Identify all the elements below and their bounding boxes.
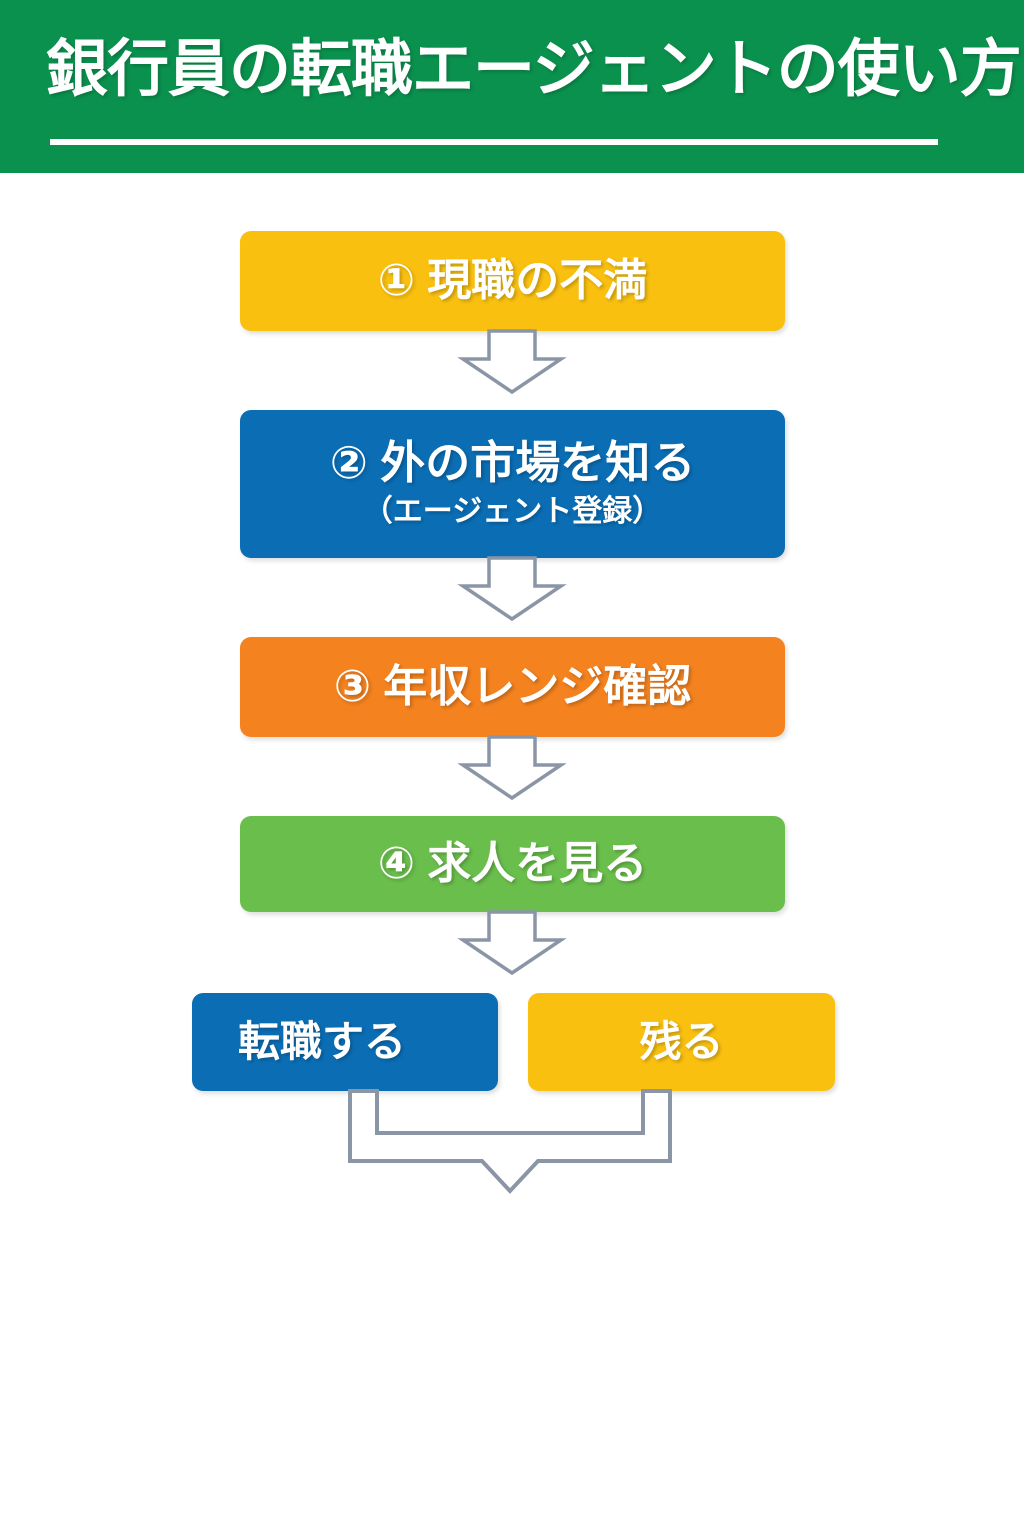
down-arrow-icon-3 [457,735,567,801]
merge-arrow-icon [330,1089,690,1201]
flow-step-3-box[interactable]: ③ 年収レンジ確認 [240,637,785,737]
header-underline [50,139,938,145]
flowchart: ① 現職の不満 ② 外の市場を知る （エージェント登録） ③ 年収レンジ確認 ④… [0,173,1024,1536]
down-arrow-icon-4 [457,910,567,976]
flow-branch-right-box[interactable]: 残る [528,993,835,1091]
flow-step-3-label: ③ 年収レンジ確認 [333,662,692,711]
flow-branch-left-box[interactable]: 転職する [192,993,498,1091]
merge-arrow-icon [348,1089,672,1194]
page-title: 銀行員の転職エージェントの使い方 [46,35,1022,104]
flow-step-2-sublabel: （エージェント登録） [362,495,663,528]
flow-step-1-label: ① 現職の不満 [377,256,648,305]
down-arrow-icon [457,556,567,622]
flow-step-2-box[interactable]: ② 外の市場を知る （エージェント登録） [240,410,785,558]
flow-step-2-label: ② 外の市場を知る [329,437,696,488]
down-arrow-icon [457,329,567,395]
down-arrow-icon-1 [457,329,567,395]
flow-step-1-box[interactable]: ① 現職の不満 [240,231,785,331]
down-arrow-icon [457,735,567,801]
flow-branch-left-label: 転職する [238,1018,407,1065]
down-arrow-icon-2 [457,556,567,622]
flow-step-4-label: ④ 求人を見る [377,839,648,888]
flow-branch-right-label: 残る [639,1018,724,1065]
header-banner: 銀行員の転職エージェントの使い方 [0,0,1024,173]
down-arrow-icon [457,910,567,976]
flow-step-4-box[interactable]: ④ 求人を見る [240,816,785,912]
